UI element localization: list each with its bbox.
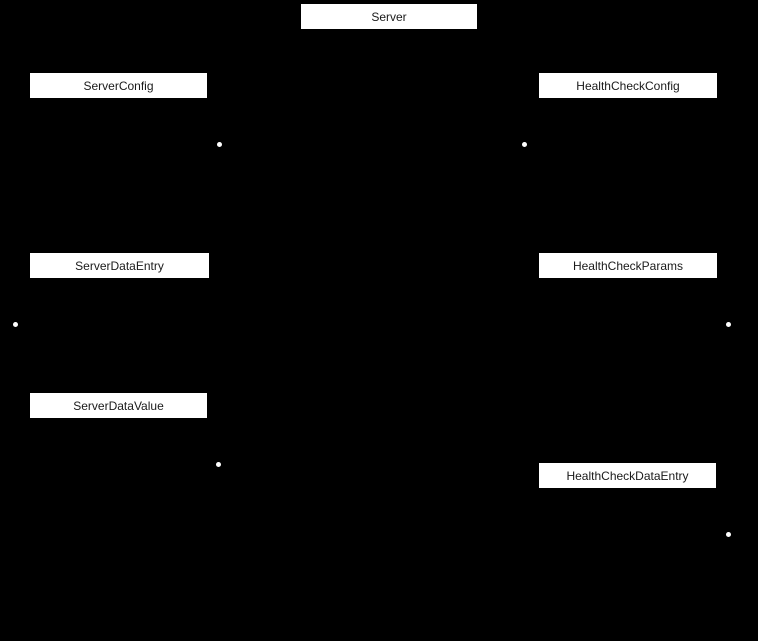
node-health-check-params: HealthCheckParams: [538, 252, 718, 279]
edge-junction-dot: [522, 142, 527, 147]
node-server-data-entry-label: ServerDataEntry: [75, 258, 164, 273]
node-server-config: ServerConfig: [29, 72, 208, 99]
node-server-label: Server: [371, 9, 407, 24]
node-server: Server: [300, 3, 478, 30]
node-server-config-label: ServerConfig: [83, 78, 154, 93]
node-health-check-data-entry: HealthCheckDataEntry: [538, 462, 717, 489]
node-health-check-config: HealthCheckConfig: [538, 72, 718, 99]
edge-junction-dot: [217, 142, 222, 147]
node-server-data-entry: ServerDataEntry: [29, 252, 210, 279]
node-server-data-value-label: ServerDataValue: [73, 398, 164, 413]
node-health-check-config-label: HealthCheckConfig: [576, 78, 680, 93]
node-health-check-params-label: HealthCheckParams: [572, 258, 684, 273]
node-health-check-data-entry-label: HealthCheckDataEntry: [566, 468, 689, 483]
edge-junction-dot: [13, 322, 18, 327]
edge-junction-dot: [726, 322, 731, 327]
edge-junction-dot: [216, 462, 221, 467]
node-server-data-value: ServerDataValue: [29, 392, 208, 419]
edge-junction-dot: [726, 532, 731, 537]
